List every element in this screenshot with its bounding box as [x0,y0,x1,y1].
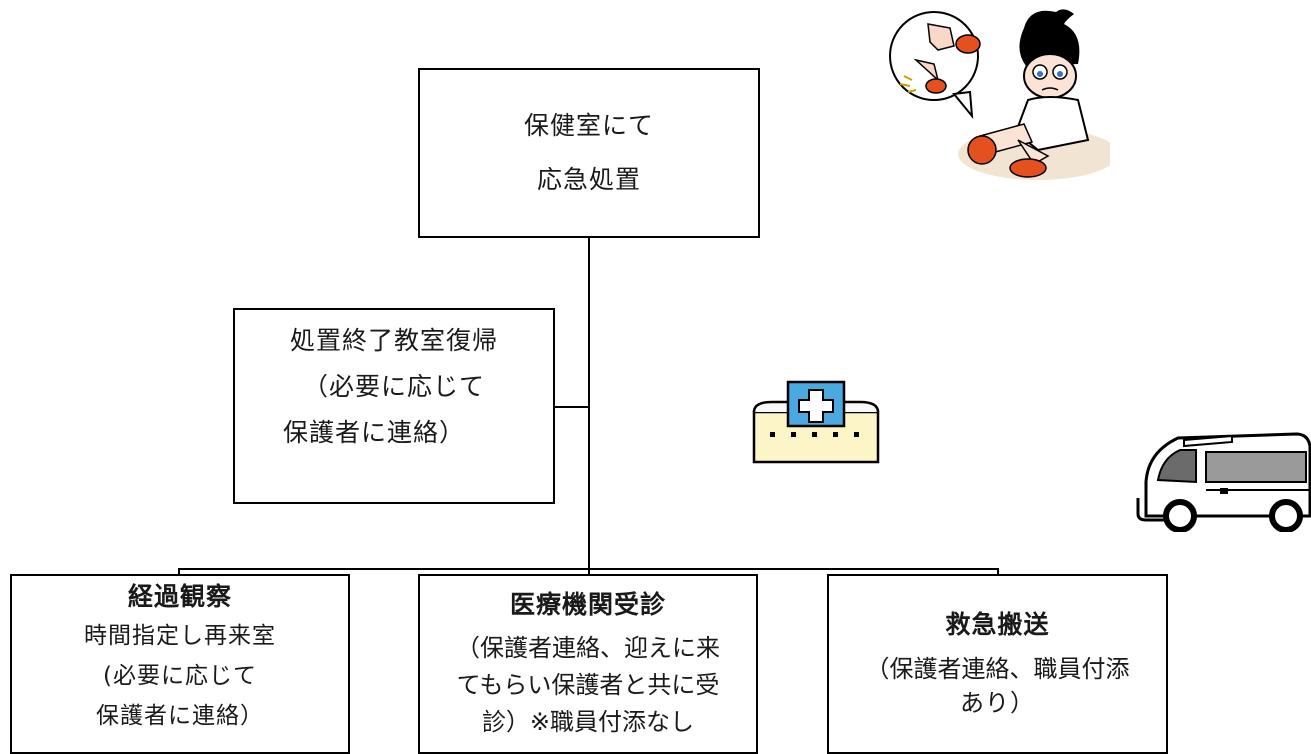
ambulance-line1: （保護者連絡、職員付添 [865,655,1130,683]
connector-drop-observation [178,568,180,576]
connector-vertical-main [588,236,590,576]
ambulance-title: 救急搬送 [945,610,1050,639]
return-line3: 保護者に連絡） [282,418,465,447]
return-line2: （必要に応じて [302,372,485,401]
first-aid-line2: 応急処置 [536,165,641,194]
observation-line2: (必要に応じて [103,663,257,689]
hospital-icon [752,380,880,464]
observation-line3: 保護者に連絡） [96,703,264,729]
connector-horizontal-left-box [554,406,589,408]
medical-line1: （保護者連絡、迎えに来 [456,634,720,662]
return-line1: 処置終了教室復帰 [289,326,498,355]
medical-visit-box: 医療機関受診 （保護者連絡、迎えに来 てもらい保護者と共に受 診）※職員付添なし [418,574,758,754]
ambulance-icon [1136,432,1311,532]
return-to-class-box: 処置終了教室復帰 （必要に応じて 保護者に連絡） [233,308,555,504]
connector-drop-ambulance [997,568,999,576]
connector-horizontal-bottom [178,568,999,570]
first-aid-box: 保健室にて 応急処置 [418,68,760,238]
injured-child-icon [889,9,1110,180]
ambulance-line2: あり） [960,689,1035,717]
medical-line2: てもらい保護者と共に受 [456,671,720,699]
medical-line3: 診）※職員付添なし [481,708,695,736]
observation-box: 経過観察 時間指定し再来室 (必要に応じて 保護者に連絡） [10,574,350,754]
first-aid-line1: 保健室にて [523,111,654,140]
observation-line1: 時間指定し再来室 [84,623,276,649]
ambulance-transport-box: 救急搬送 （保護者連絡、職員付添 あり） [827,574,1168,754]
medical-title: 医療機関受診 [509,590,666,619]
observation-title: 経過観察 [127,582,232,611]
